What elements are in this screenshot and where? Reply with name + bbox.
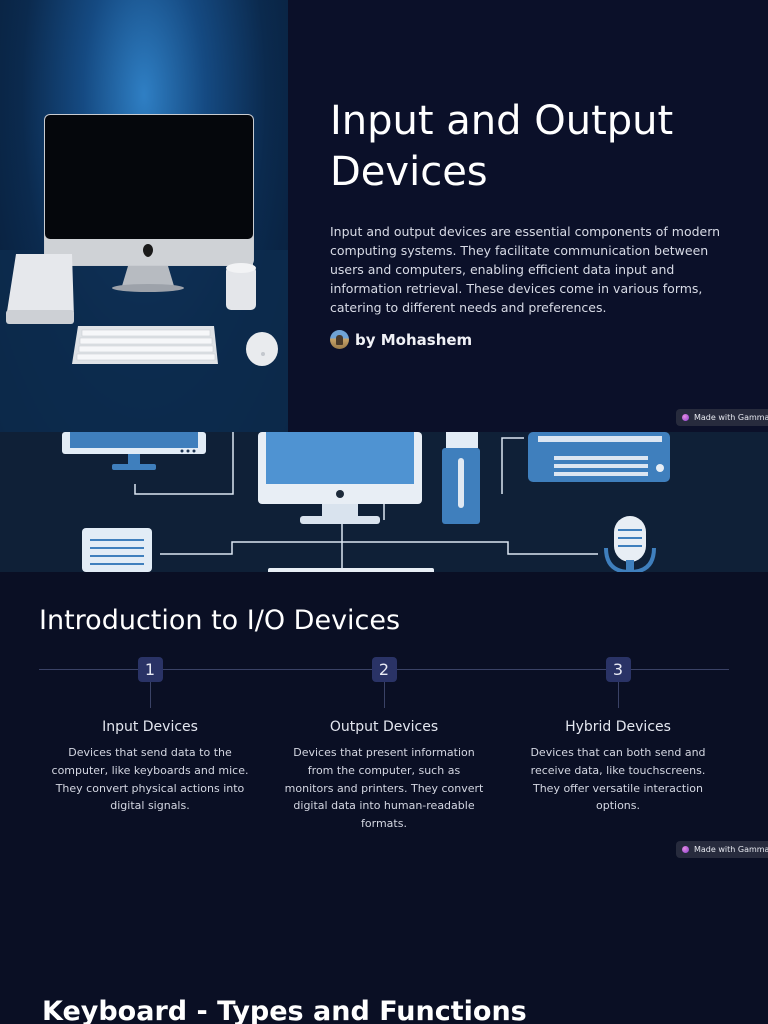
- step-title: Hybrid Devices: [565, 719, 671, 735]
- slide-title-heading: Input and Output Devices: [330, 98, 674, 195]
- step-connector: [383, 682, 385, 708]
- step-description: Devices that can both send and receive d…: [530, 746, 706, 813]
- timeline-step-hybrid: 3 Hybrid Devices Devices that can both s…: [508, 657, 728, 815]
- step-number-badge: 3: [605, 657, 631, 682]
- timeline-step-input: 1 Input Devices Devices that send data t…: [40, 657, 260, 815]
- hero-image: [0, 0, 288, 432]
- author-name: by Mohashem: [355, 330, 473, 349]
- slide-heading-keyboard: Keyboard - Types and Functions: [42, 996, 527, 1024]
- computer-illustration: [0, 114, 288, 432]
- slide-introduction: Introduction to I/O Devices 1 Input Devi…: [0, 572, 768, 872]
- gamma-badge-label: Made with Gamma: [694, 413, 768, 422]
- timeline-step-output: 2 Output Devices Devices that present in…: [274, 657, 494, 833]
- gamma-logo-icon: [682, 846, 689, 853]
- gamma-badge-label: Made with Gamma: [694, 845, 768, 854]
- io-devices-banner: [0, 432, 768, 572]
- made-with-gamma-badge[interactable]: Made with Gamma: [676, 409, 768, 426]
- avatar: [330, 330, 349, 349]
- step-connector: [617, 682, 619, 708]
- gamma-logo-icon: [682, 414, 689, 421]
- step-connector: [149, 682, 151, 708]
- slide-title: Input and Output Devices Input and outpu…: [0, 0, 768, 432]
- step-number-badge: 2: [371, 657, 397, 682]
- step-title: Input Devices: [102, 719, 198, 735]
- slide-heading: Introduction to I/O Devices: [39, 605, 401, 636]
- slide-keyboard-background: [0, 872, 768, 1024]
- step-title: Output Devices: [329, 719, 439, 735]
- slide-description: Input and output devices are essential c…: [330, 224, 721, 315]
- author-byline: by Mohashem: [330, 330, 730, 349]
- step-description: Devices that send data to the computer, …: [51, 746, 249, 813]
- made-with-gamma-badge[interactable]: Made with Gamma: [676, 841, 768, 858]
- connected-devices-illustration: [0, 432, 768, 572]
- step-description: Devices that present information from th…: [284, 746, 484, 831]
- step-number-badge: 1: [137, 657, 163, 682]
